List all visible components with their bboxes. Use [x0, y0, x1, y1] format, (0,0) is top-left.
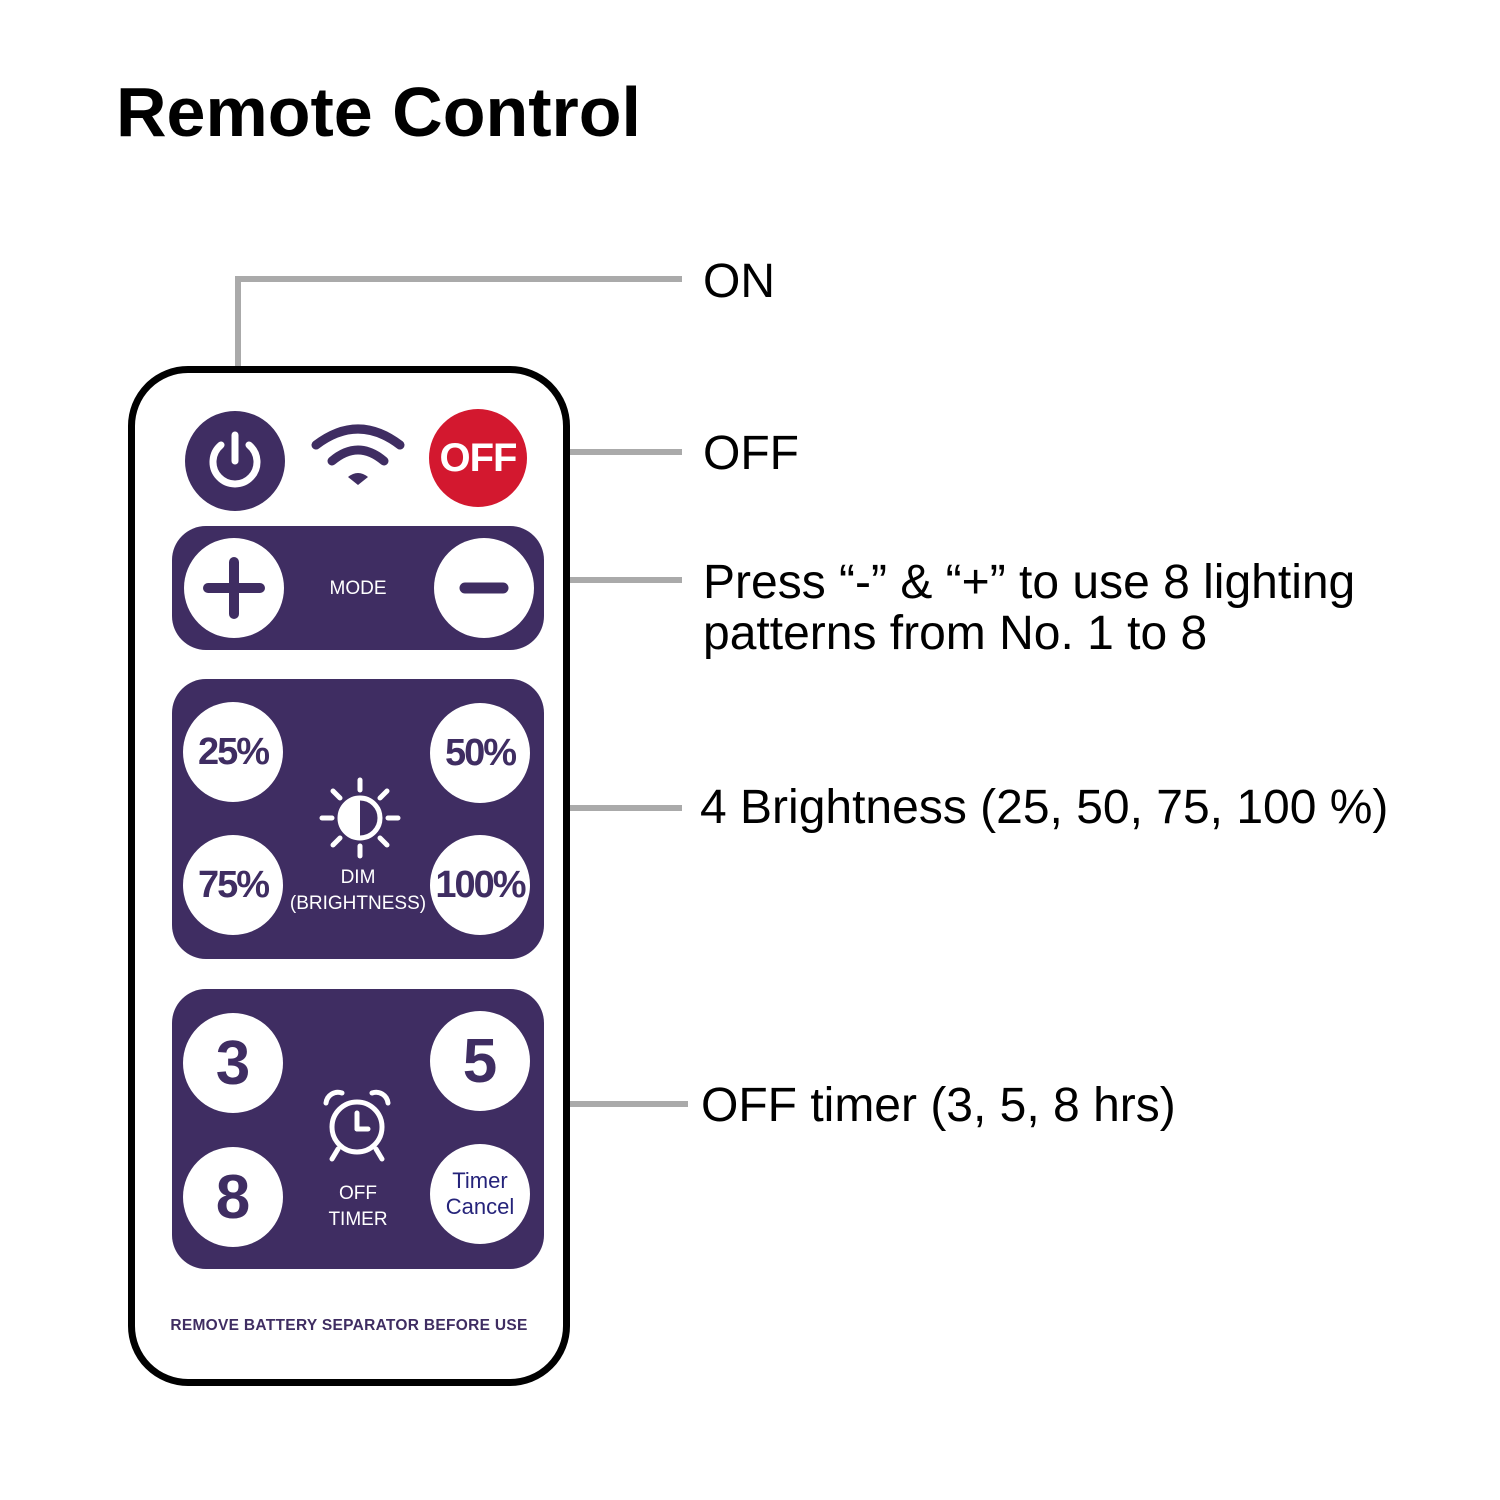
wifi-icon: [311, 424, 405, 485]
brightness-25-label: 25%: [197, 730, 270, 773]
callout-timer: OFF timer (3, 5, 8 hrs): [701, 1079, 1176, 1132]
mode-minus-button[interactable]: [434, 538, 534, 638]
power-icon: [209, 431, 261, 488]
plus-icon: [203, 557, 265, 619]
callout-off: OFF: [703, 427, 799, 480]
timer-8-label: 8: [215, 1162, 251, 1232]
dim-label-line2: (BRIGHTNESS): [289, 893, 427, 914]
brightness-75-button[interactable]: 75%: [183, 835, 283, 935]
timer-5-button[interactable]: 5: [430, 1011, 530, 1111]
power-button[interactable]: [185, 411, 285, 511]
timer-5-label: 5: [462, 1026, 498, 1096]
callout-mode-line1: Press “-” & “+” to use 8 lighting: [703, 556, 1356, 609]
off-timer-label-line1: OFF: [339, 1183, 377, 1204]
dim-label-line1: DIM: [340, 867, 376, 888]
brightness-50-label: 50%: [444, 731, 517, 774]
callout-brightness: 4 Brightness (25, 50, 75, 100 %): [700, 781, 1389, 834]
brightness-icon: [319, 777, 401, 859]
minus-icon: [459, 582, 509, 594]
callout-on: ON: [703, 255, 775, 308]
off-button[interactable]: OFF: [429, 409, 527, 507]
timer-8-button[interactable]: 8: [183, 1147, 283, 1247]
brightness-50-button[interactable]: 50%: [430, 703, 530, 803]
timer-cancel-label-line1: Timer: [452, 1168, 508, 1193]
page-title: Remote Control: [116, 73, 641, 151]
off-timer-label-line2: TIMER: [328, 1209, 388, 1230]
timer-panel: 3 5 8 Timer Cancel OFF TIMER: [172, 989, 544, 1269]
callout-mode-line2: patterns from No. 1 to 8: [703, 607, 1208, 660]
mode-plus-button[interactable]: [184, 538, 284, 638]
battery-notice: REMOVE BATTERY SEPARATOR BEFORE USE: [170, 1317, 528, 1334]
timer-3-button[interactable]: 3: [183, 1013, 283, 1113]
mode-label: MODE: [329, 578, 387, 599]
brightness-75-label: 75%: [197, 863, 270, 906]
brightness-panel: 25% 50% 75% 100% DIM (BRIGHTNESS): [172, 679, 544, 959]
leader-line-on: [235, 276, 682, 398]
timer-3-label: 3: [215, 1028, 251, 1098]
brightness-100-button[interactable]: 100%: [430, 835, 530, 935]
brightness-100-label: 100%: [435, 863, 526, 906]
off-button-label: OFF: [439, 435, 518, 480]
mode-panel: MODE: [172, 526, 544, 650]
alarm-clock-icon: [323, 1089, 391, 1162]
remote-control: OFF MODE 25% 50% 75% 100%: [128, 366, 570, 1386]
timer-cancel-label-line2: Cancel: [445, 1194, 515, 1219]
timer-cancel-button[interactable]: Timer Cancel: [430, 1144, 530, 1244]
brightness-25-button[interactable]: 25%: [183, 702, 283, 802]
